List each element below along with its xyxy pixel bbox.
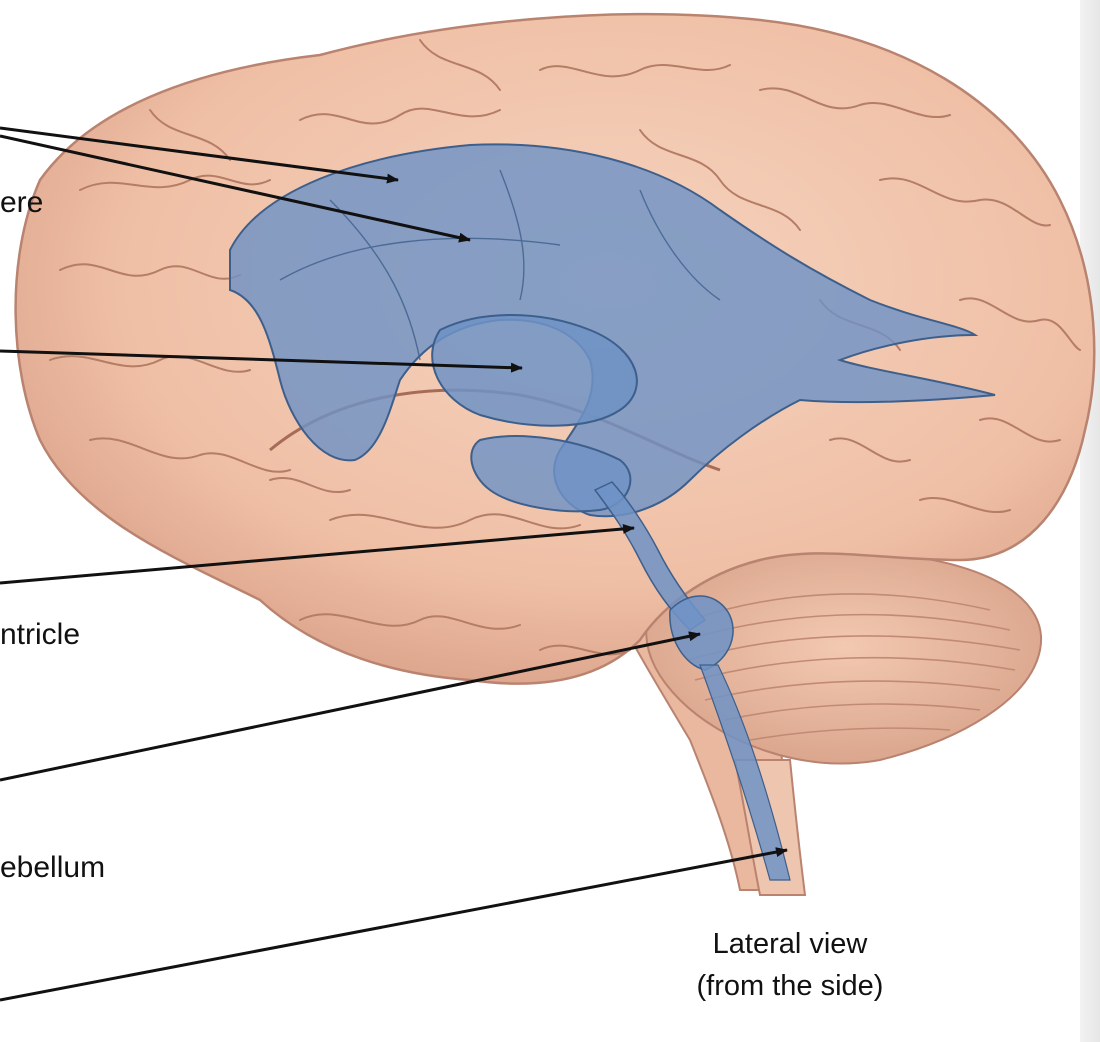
caption-from-the-side: (from the side) bbox=[640, 972, 940, 1001]
label-cerebellum: ebellum bbox=[0, 853, 105, 883]
label-hemisphere: ere bbox=[0, 188, 43, 218]
label-ventricle: ntricle bbox=[0, 620, 80, 650]
caption-lateral-view: Lateral view bbox=[640, 930, 940, 959]
